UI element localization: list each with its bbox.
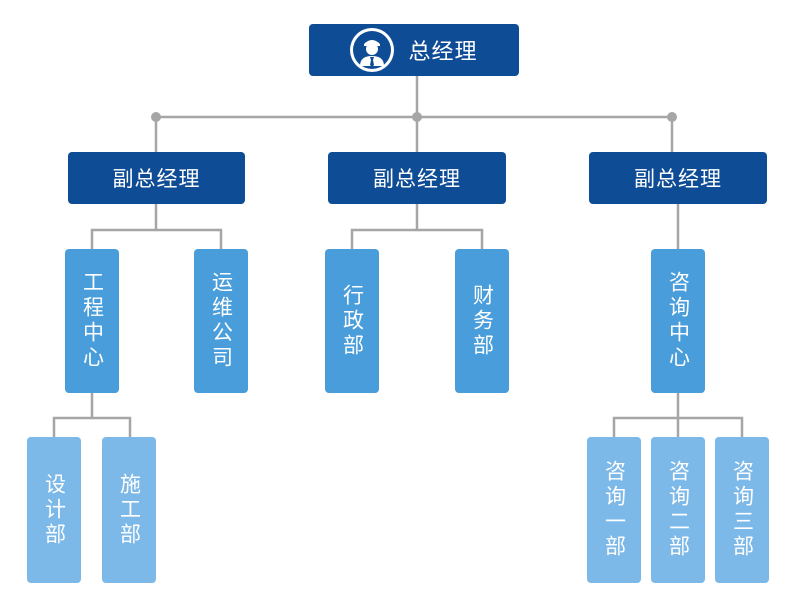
sub-node-design: 设计部 — [27, 437, 81, 583]
dept-label-administration: 行政部 — [340, 283, 365, 359]
sub-label-consulting-1: 咨询一部 — [602, 460, 627, 560]
junction-dot-left — [151, 112, 161, 122]
connector-vp2-dept3 — [350, 204, 419, 249]
connector-dept5-sub3 — [612, 416, 678, 437]
connector-vp1-dept2 — [156, 228, 223, 249]
root-node: 总经理 — [309, 24, 519, 76]
sub-label-consulting-2: 咨询二部 — [666, 460, 691, 560]
vp-node-left: 副总经理 — [68, 152, 245, 204]
connector-dept5-sub5 — [678, 416, 744, 437]
dept-label-finance: 财务部 — [470, 283, 495, 359]
sub-label-construction: 施工部 — [117, 472, 142, 548]
junction-dot-center — [412, 112, 422, 122]
sub-label-consulting-3: 咨询三部 — [730, 460, 755, 560]
dept-node-operations-company: 运维公司 — [194, 249, 248, 393]
junction-dot-right — [667, 112, 677, 122]
connector-vp2-dept4 — [417, 228, 484, 249]
dept-label-consulting-center: 咨询中心 — [666, 271, 691, 371]
connector-dept1-sub2 — [92, 416, 132, 437]
sub-node-consulting-1: 咨询一部 — [587, 437, 641, 583]
dept-node-engineering-center: 工程中心 — [65, 249, 119, 393]
dept-node-consulting-center: 咨询中心 — [651, 249, 705, 393]
manager-avatar-icon — [350, 28, 395, 72]
dept-label-engineering-center: 工程中心 — [80, 271, 105, 371]
sub-node-construction: 施工部 — [102, 437, 156, 583]
dept-label-operations-company: 运维公司 — [209, 271, 234, 371]
sub-label-design: 设计部 — [42, 472, 67, 548]
dept-node-administration: 行政部 — [325, 249, 379, 393]
dept-node-finance: 财务部 — [455, 249, 509, 393]
root-title: 总经理 — [408, 40, 478, 65]
connector-dept1-sub1 — [52, 393, 94, 437]
sub-node-consulting-3: 咨询三部 — [715, 437, 769, 583]
sub-node-consulting-2: 咨询二部 — [651, 437, 705, 583]
connector-vp1-dept1 — [90, 204, 158, 249]
vp-node-right: 副总经理 — [589, 152, 767, 204]
vp-node-center: 副总经理 — [328, 152, 506, 204]
